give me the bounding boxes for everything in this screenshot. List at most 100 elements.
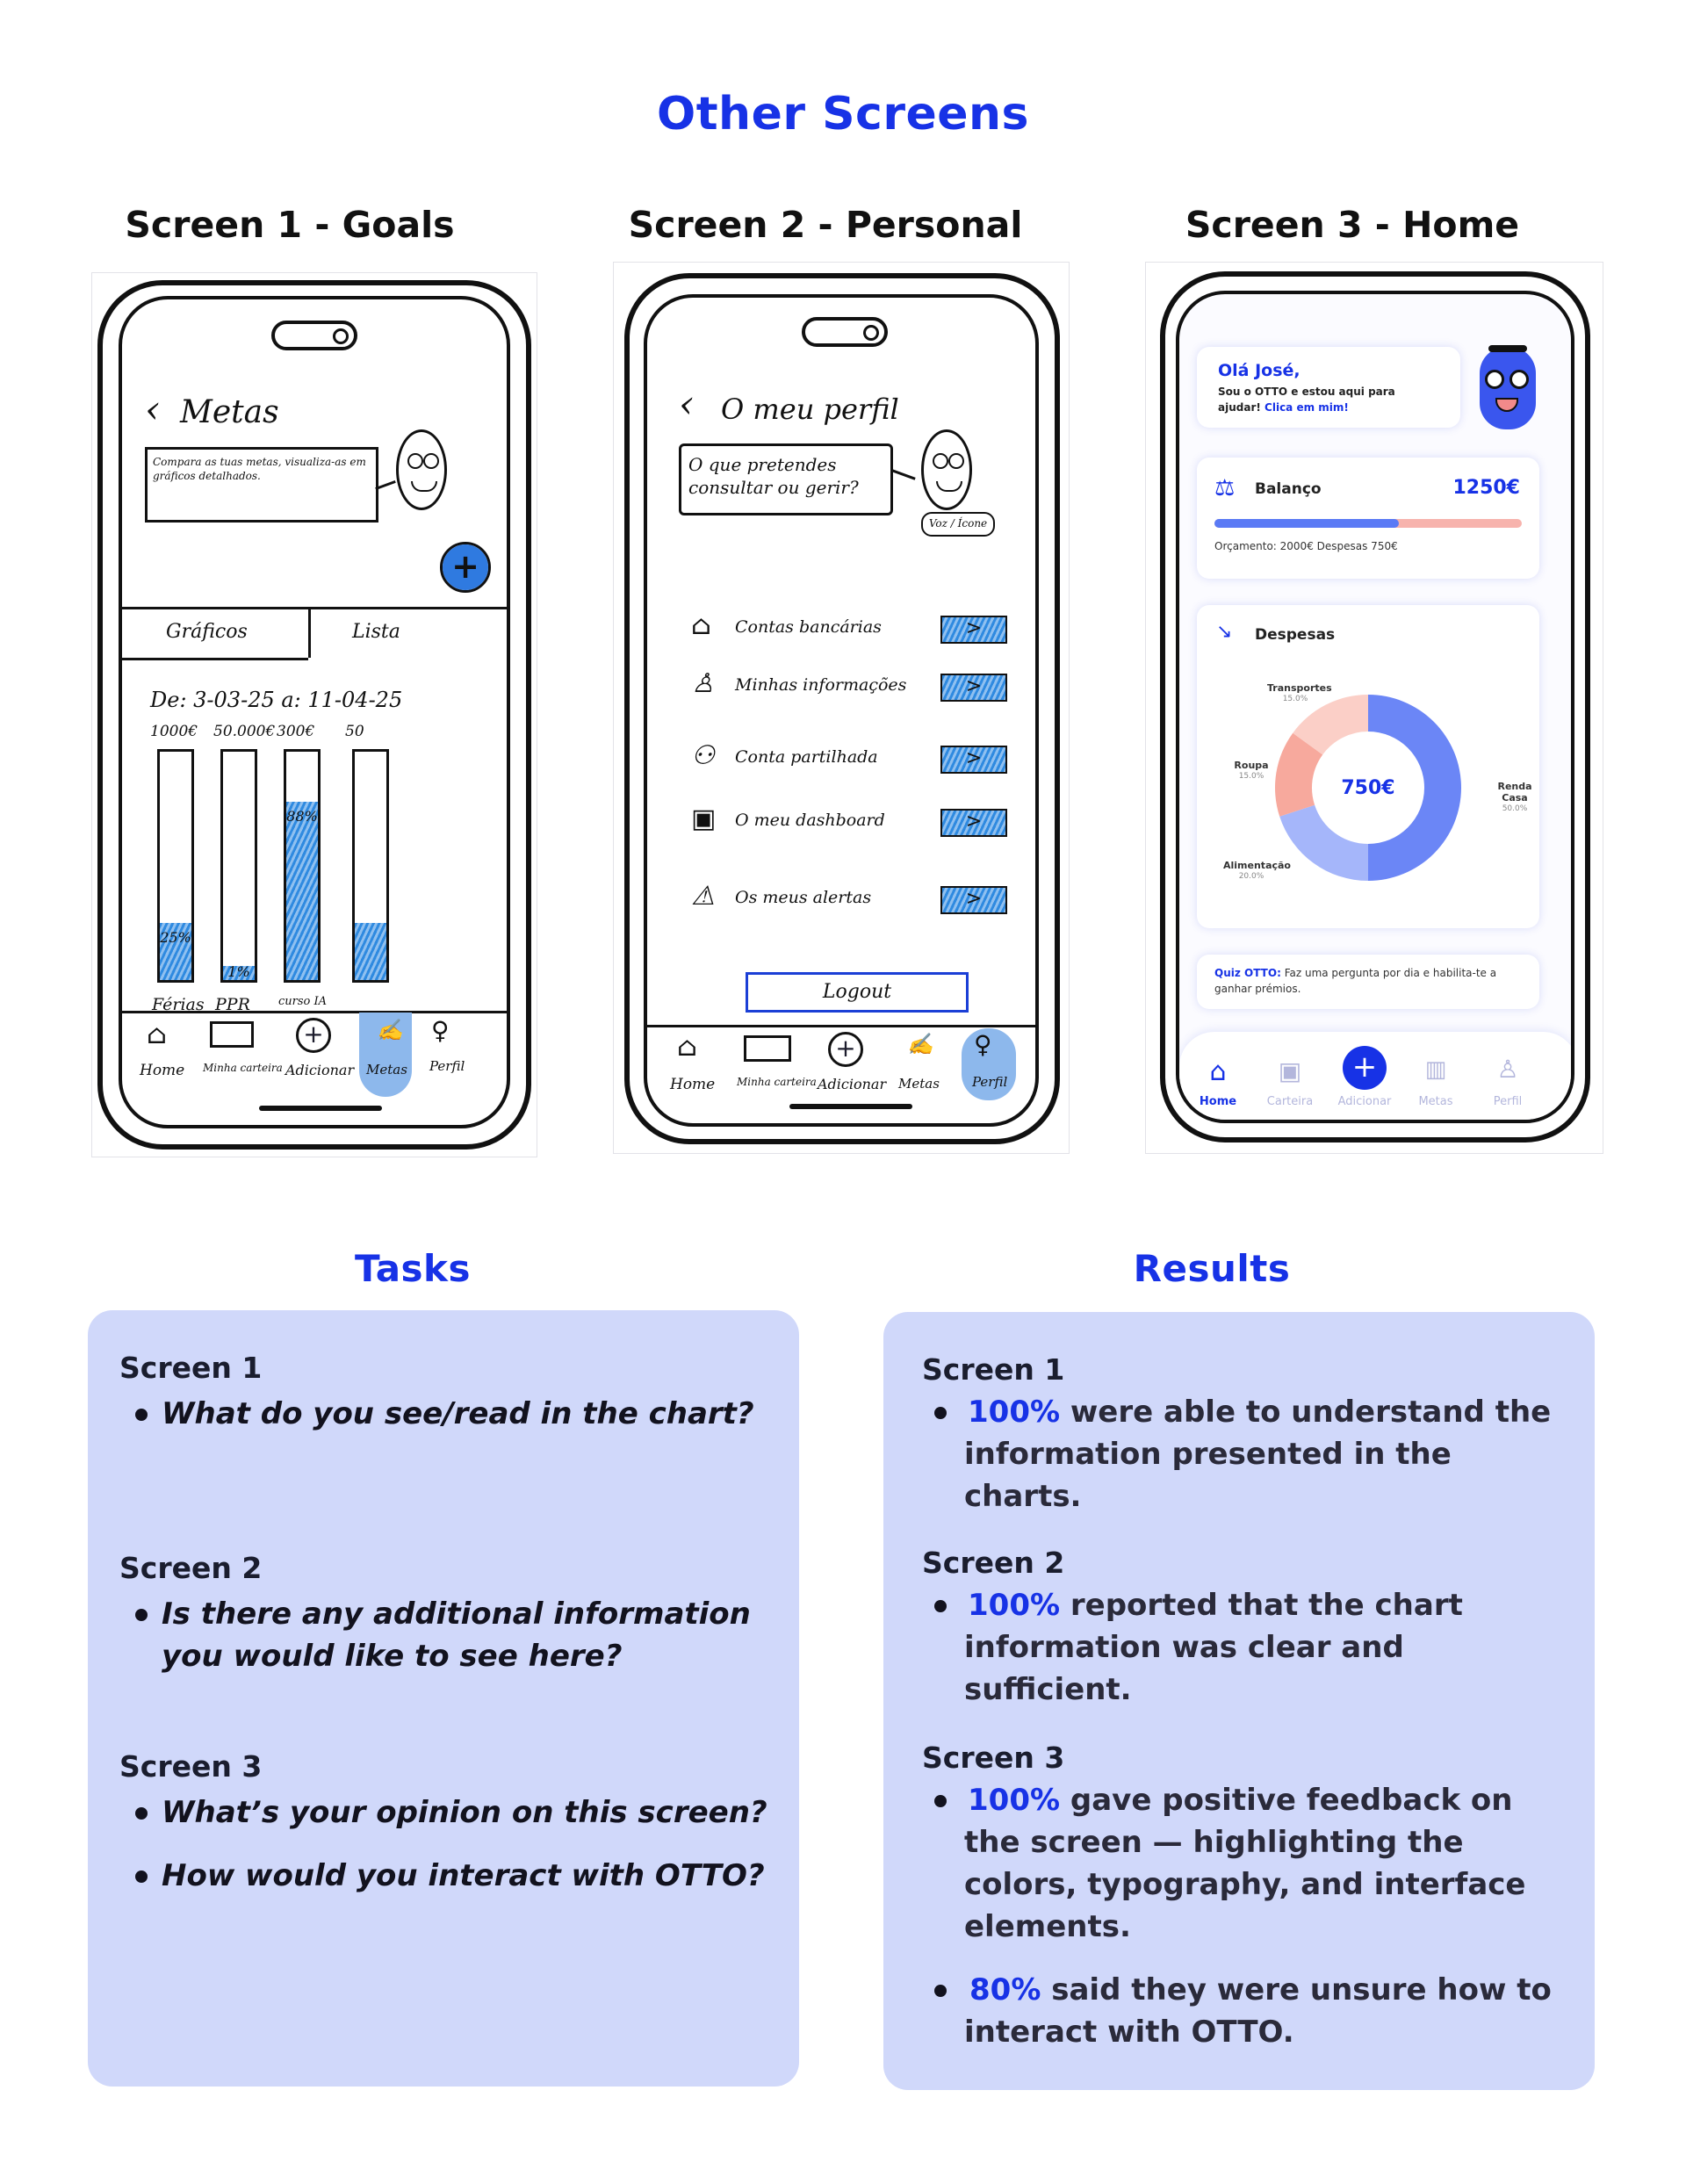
result-s2-line1: 100% reported that the chart — [968, 1588, 1463, 1623]
tab-list[interactable]: Lista — [352, 621, 400, 643]
screen3-content: Olá José, Sou o OTTO e estou aqui para a… — [1176, 291, 1574, 1123]
donut-slice-percent: 20.0% — [1238, 872, 1264, 881]
wallet-icon: ▣ — [1278, 1056, 1302, 1085]
nav-home[interactable]: Home — [670, 1076, 716, 1093]
nav-goals[interactable]: Metas — [898, 1076, 940, 1092]
add-button[interactable]: + — [1343, 1046, 1387, 1090]
donut-slice-percent: 15.0% — [1282, 695, 1308, 703]
result-s3-line4: elements. — [964, 1909, 1131, 1944]
bar-amount: 1000€ — [150, 723, 198, 740]
profile-menu-item[interactable]: Minhas informações — [735, 675, 907, 695]
scale-icon: ⚖ — [1214, 475, 1236, 501]
donut-slice-percent: 50.0% — [1502, 804, 1528, 813]
bullet — [135, 1870, 148, 1883]
result-s2-line2: information was clear and — [964, 1630, 1404, 1665]
nav-home[interactable]: Home — [1199, 1095, 1237, 1108]
nav-add[interactable]: Adicionar — [285, 1062, 355, 1078]
screen2-content: ‹ O meu perfil O que pretendes consultar… — [644, 294, 1039, 1127]
profile-menu-item[interactable]: O meu dashboard — [735, 811, 885, 830]
donut-slice-roupa[interactable] — [1275, 732, 1323, 817]
bar-amount: 300€ — [277, 723, 315, 740]
add-goal-button[interactable]: + — [440, 542, 491, 593]
chevron-right-icon[interactable]: > — [940, 746, 1007, 774]
shared-account-icon: ⚇ — [691, 740, 715, 771]
back-arrow-icon[interactable]: ‹ — [145, 387, 161, 432]
tab-charts[interactable]: Gráficos — [166, 621, 248, 643]
chevron-right-icon[interactable]: > — [940, 616, 1007, 644]
nav-goals[interactable]: Metas — [366, 1062, 407, 1078]
sketch-header: Metas — [180, 394, 279, 430]
goal-bar-fill — [160, 923, 191, 980]
screen2-title: Screen 2 - Personal — [628, 204, 1023, 246]
nav-add[interactable]: Adicionar — [1337, 1095, 1392, 1108]
nav-profile[interactable]: Perfil — [972, 1074, 1008, 1090]
chevron-right-icon[interactable]: > — [940, 886, 1007, 914]
goals-icon: ✍ — [377, 1018, 403, 1042]
donut-slice-renda-casa[interactable] — [1368, 695, 1461, 881]
quiz-card[interactable]: Quiz OTTO: Faz uma pergunta por dia e ha… — [1197, 955, 1539, 1009]
greeting-link[interactable]: Clica em mim! — [1264, 401, 1349, 414]
bar-amount: 50.000€ — [213, 723, 276, 740]
donut-slice-alimentação[interactable] — [1279, 804, 1368, 881]
otto-sketch-icon[interactable] — [396, 429, 447, 510]
greeting-name: Olá José, — [1218, 361, 1301, 380]
greeting-line1: Sou o OTTO e estou aqui para — [1218, 386, 1395, 398]
profile-menu-item[interactable]: Os meus alertas — [735, 888, 872, 907]
profile-menu-item[interactable]: Conta partilhada — [735, 747, 878, 767]
greeting-line2: ajudar! Clica em mim! — [1218, 401, 1349, 414]
bar-amount: 50 — [345, 723, 364, 740]
page-title: Other Screens — [656, 88, 1030, 141]
otto-sketch-icon[interactable] — [921, 429, 972, 510]
dashboard-icon: ▣ — [691, 804, 717, 834]
bullet — [934, 1600, 947, 1612]
home-icon: ⌂ — [147, 1020, 167, 1050]
nav-add[interactable]: Adicionar — [818, 1076, 887, 1092]
bullet — [934, 1795, 947, 1807]
screen2-frame: ‹ O meu perfil O que pretendes consultar… — [613, 262, 1070, 1154]
result-s1-line2: information presented in the — [964, 1437, 1452, 1472]
person-icon: ♙ — [1496, 1055, 1519, 1084]
nav-profile[interactable]: Perfil — [1493, 1095, 1523, 1108]
donut-center-label: 750€ — [1341, 777, 1395, 799]
chevron-right-icon[interactable]: > — [940, 674, 1007, 702]
profile-menu-item[interactable]: Contas bancárias — [735, 617, 882, 637]
nav-wallet[interactable]: Minha carteira — [737, 1076, 817, 1088]
result-s3-line3: colors, typography, and interface — [964, 1867, 1526, 1902]
expenses-donut-chart — [1275, 695, 1461, 881]
task-s3-q1: What’s your opinion on this screen? — [162, 1795, 767, 1830]
goal-bar-percent: 1% — [227, 963, 250, 980]
back-arrow-icon[interactable]: ‹ — [679, 382, 695, 427]
tasks-panel: Screen 1 What do you see/read in the cha… — [88, 1310, 799, 2087]
nav-goals[interactable]: Metas — [1418, 1095, 1453, 1108]
nav-wallet[interactable]: Carteira — [1266, 1095, 1314, 1108]
goal-bar[interactable]: 25% — [157, 749, 194, 983]
date-range: De: 3-03-25 a: 11-04-25 — [150, 688, 403, 712]
bar-chart-icon: ▥ — [1424, 1056, 1447, 1083]
donut-slice-percent: 15.0% — [1238, 772, 1264, 781]
nav-profile[interactable]: Perfil — [429, 1058, 465, 1074]
goals-icon: ✍ — [907, 1032, 933, 1056]
logout-button[interactable]: Logout — [746, 972, 969, 1013]
plus-icon: + — [828, 1032, 863, 1067]
chevron-right-icon[interactable]: > — [940, 809, 1007, 837]
donut-slice-transportes[interactable] — [1293, 695, 1368, 755]
results-screen1-label: Screen 1 — [922, 1352, 1065, 1387]
otto-greeting-card[interactable]: Olá José, Sou o OTTO e estou aqui para a… — [1197, 347, 1460, 428]
balance-card[interactable]: ⚖ Balanço 1250€ Orçamento: 2000€ Despesa… — [1197, 458, 1539, 579]
nav-home[interactable]: Home — [140, 1062, 185, 1079]
bullet — [934, 1407, 947, 1419]
otto-mascot-icon[interactable] — [1480, 345, 1536, 429]
plus-icon: + — [296, 1018, 331, 1053]
goal-bar[interactable]: 88% — [284, 749, 321, 983]
goal-bar[interactable] — [352, 749, 389, 983]
nav-wallet[interactable]: Minha carteira — [203, 1062, 283, 1074]
bullet — [135, 1807, 148, 1820]
goal-bar-label: PPR — [215, 995, 250, 1014]
otto-voice-tag[interactable]: Voz / Ícone — [921, 512, 995, 537]
goal-bar-label: Férias — [152, 995, 205, 1014]
goal-bar[interactable]: 1% — [220, 749, 257, 983]
